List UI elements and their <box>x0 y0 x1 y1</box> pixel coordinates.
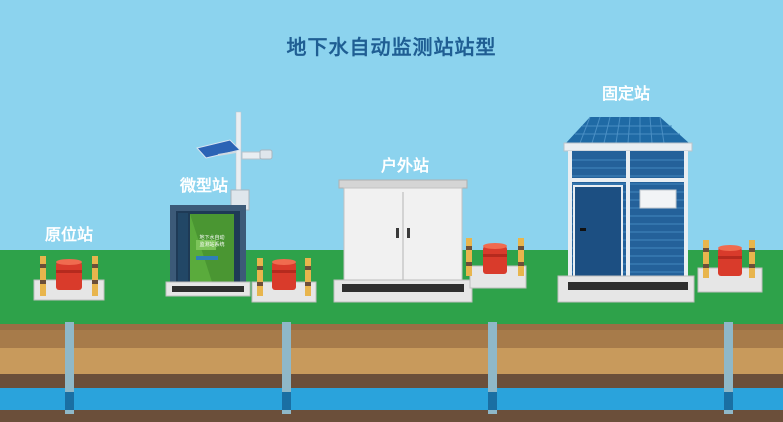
station-label-outdoor: 户外站 <box>380 156 429 175</box>
cabinet-handle <box>407 228 410 238</box>
bollard <box>466 238 472 276</box>
outdoor-station <box>333 179 473 303</box>
well-pipe <box>65 322 74 414</box>
camera <box>241 151 261 160</box>
bollard <box>749 240 755 278</box>
bollard <box>703 240 709 278</box>
fixed-station <box>557 116 695 303</box>
well-screen <box>724 392 733 410</box>
bedrock-layer <box>0 410 783 422</box>
monitoring-wells <box>65 322 733 414</box>
bollard <box>305 258 311 296</box>
cabinet-roof <box>338 179 468 189</box>
soil-layer-1 <box>0 330 783 348</box>
cabinet-handle <box>396 228 399 238</box>
well-screen <box>65 392 74 410</box>
bollard <box>40 256 46 296</box>
wellhead-cap <box>718 248 742 276</box>
fixed-wellhead <box>697 240 763 293</box>
bollard <box>92 256 98 296</box>
house-roof <box>566 117 689 143</box>
well-pipe <box>724 322 733 414</box>
door-handle <box>580 228 586 231</box>
house-door <box>573 185 623 281</box>
micro-station <box>165 111 273 297</box>
station-label-micro: 微型站 <box>179 176 228 195</box>
soil-layer-3 <box>0 374 783 388</box>
station-label-fixed: 固定站 <box>601 84 650 103</box>
well-screen <box>282 392 291 410</box>
well-screen <box>488 392 497 410</box>
outdoor-wellhead <box>466 238 527 289</box>
soil-layer-2 <box>0 348 783 374</box>
bollard <box>518 238 524 276</box>
in-situ-station <box>33 256 105 301</box>
well-pipe <box>488 322 497 414</box>
sign-plate <box>639 189 677 209</box>
wellhead-cap <box>483 246 507 274</box>
bollard <box>257 258 263 296</box>
wellhead-cap <box>272 262 296 290</box>
wellhead-cap <box>56 262 82 290</box>
aquifer-layer <box>0 388 783 410</box>
well-pipe <box>282 322 291 414</box>
micro-panel-text-line2: 监测站系统 <box>199 241 224 248</box>
house-eave <box>563 142 693 152</box>
diagram-title: 地下水自动监测站站型 <box>286 35 497 59</box>
micro-panel-text-line1: 地下水自动 <box>199 234 224 241</box>
station-label-in-situ: 原位站 <box>44 225 93 244</box>
soil-top-band <box>0 324 783 330</box>
micro-wellhead <box>251 258 317 303</box>
